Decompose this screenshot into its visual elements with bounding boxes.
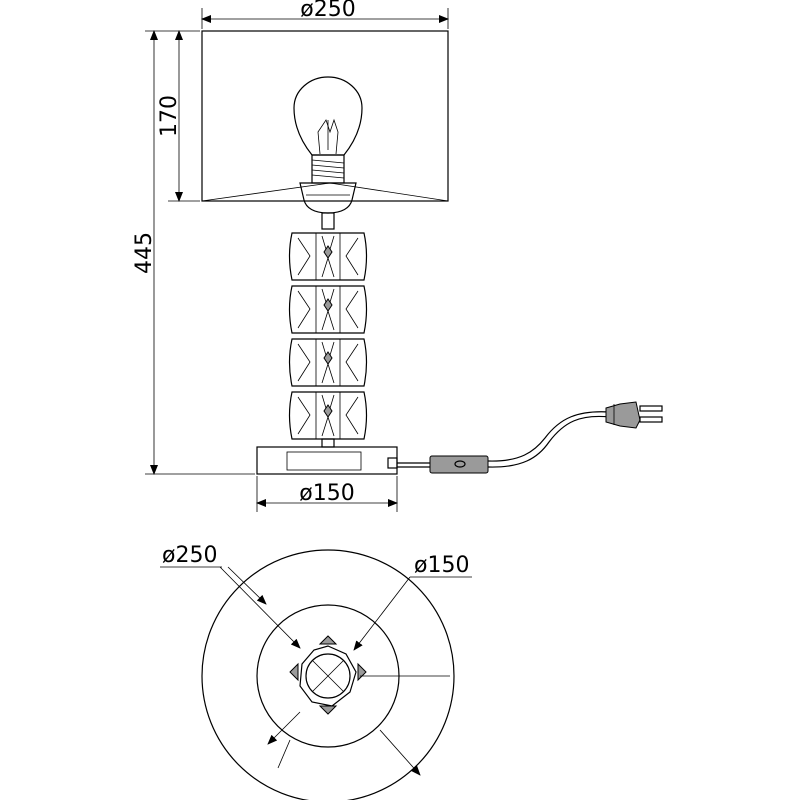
elevation-view: ø250 170 445 ø150 xyxy=(132,0,663,512)
total-height-dimension: 445 xyxy=(132,30,255,475)
shade-diameter-dimension: ø250 xyxy=(201,0,449,29)
total-height-label: 445 xyxy=(132,232,157,274)
base-diameter-label: ø150 xyxy=(299,481,354,506)
shade-inner-rim xyxy=(201,182,331,202)
crystal-column xyxy=(288,232,368,448)
plan-shade-diameter-label: ø250 xyxy=(162,543,217,568)
light-bulb xyxy=(293,76,363,184)
power-plug xyxy=(605,401,663,429)
shade-height-dimension: 170 xyxy=(157,30,200,202)
shade-diameter-label: ø250 xyxy=(300,0,355,22)
plan-view: ø250 ø150 xyxy=(160,543,472,803)
lamp-shade xyxy=(201,30,449,202)
base-diameter-dimension: ø150 xyxy=(256,476,398,512)
plan-base-diameter-label: ø150 xyxy=(414,553,469,578)
shade-height-label: 170 xyxy=(157,95,182,137)
plan-column xyxy=(289,635,367,715)
inline-switch xyxy=(429,455,489,474)
lamp-socket xyxy=(299,182,357,214)
power-cable xyxy=(397,411,611,474)
